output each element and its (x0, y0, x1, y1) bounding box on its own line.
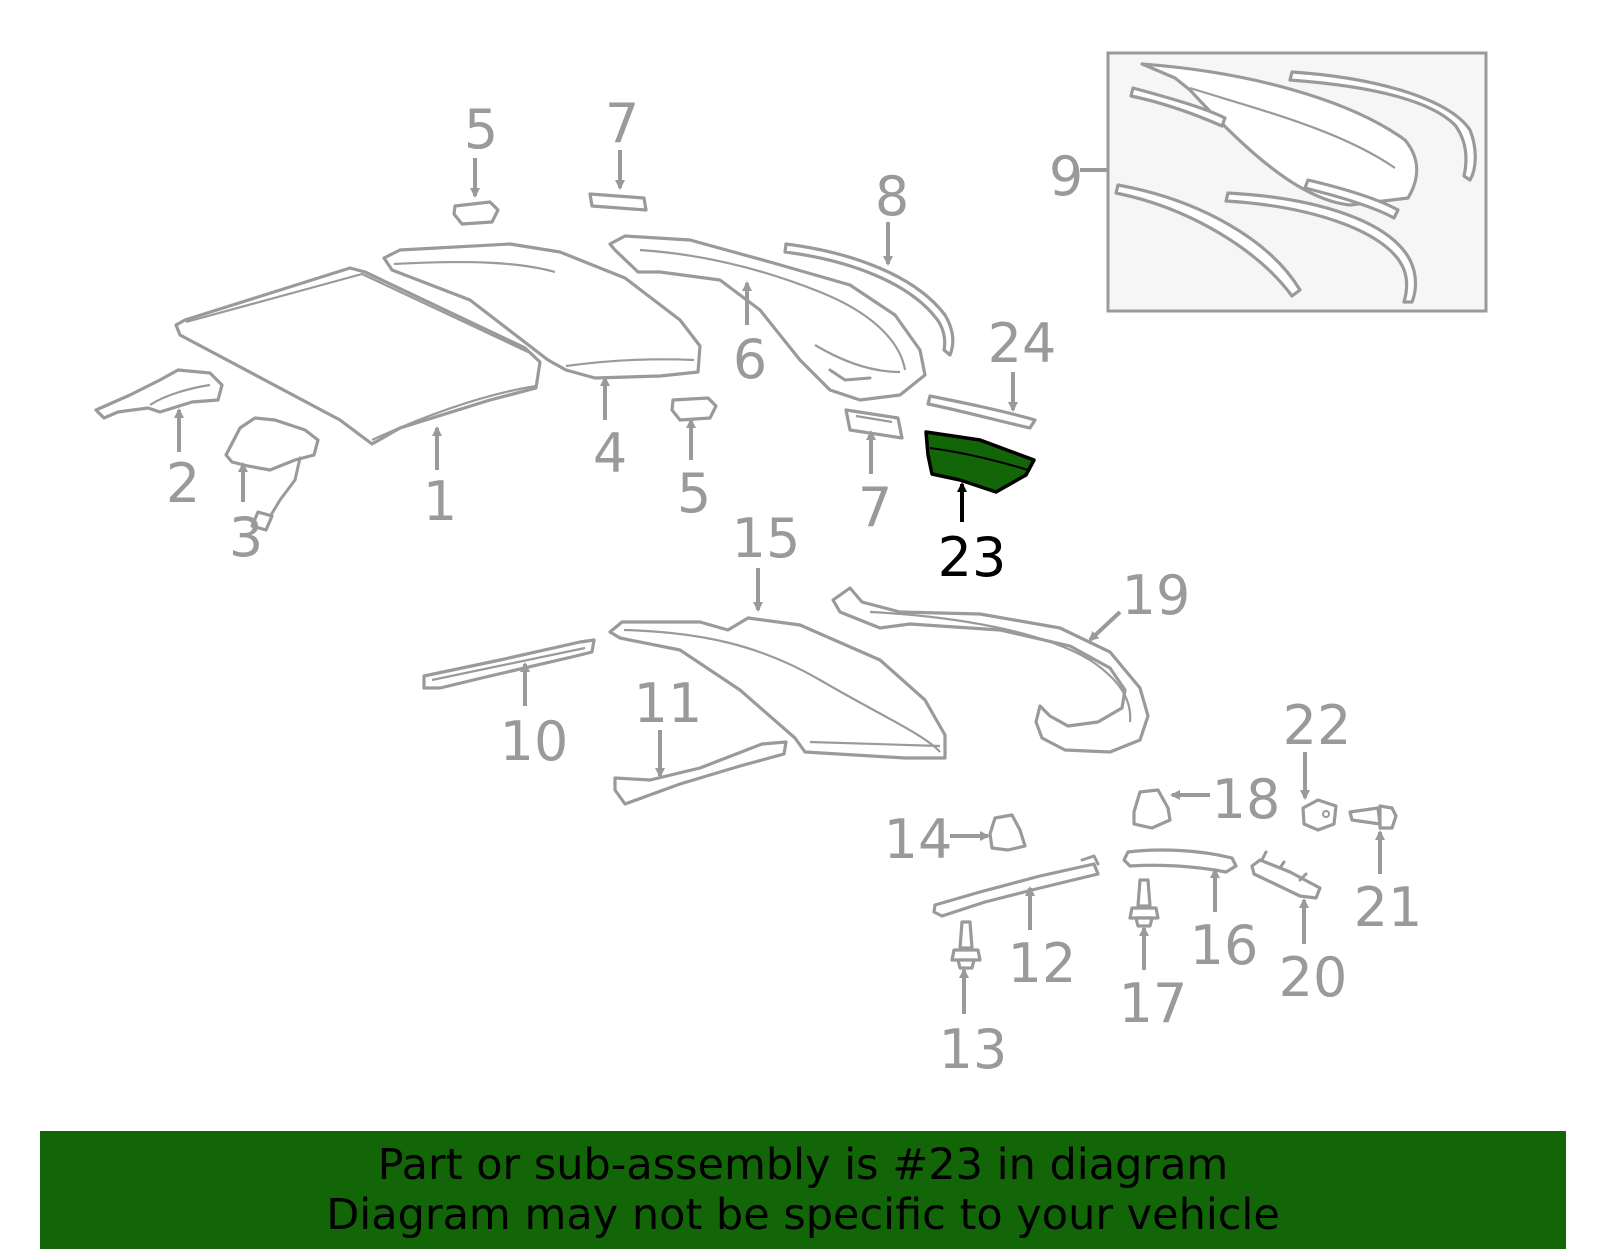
callout-11: 11 (634, 672, 703, 735)
part-13-bolt (950, 920, 982, 970)
callout-8: 8 (875, 165, 909, 228)
part-22-nut (1301, 798, 1338, 832)
inset-box-part-9 (1106, 51, 1488, 313)
callout-4: 4 (593, 422, 627, 485)
part-21-screw (1348, 804, 1398, 830)
callout-9: 9 (1049, 145, 1083, 208)
part-2-bracket (94, 368, 224, 420)
part-23-highlighted (924, 430, 1036, 494)
callout-15: 15 (732, 507, 801, 570)
callout-12: 12 (1008, 932, 1077, 995)
callout-10: 10 (500, 710, 569, 773)
banner-line-1: Part or sub-assembly is #23 in diagram (377, 1140, 1229, 1190)
part-5-clip (670, 396, 718, 422)
callout-2: 2 (166, 452, 200, 515)
part-15-frame (608, 616, 947, 760)
part-4-roof-panel (382, 242, 702, 380)
info-banner: Part or sub-assembly is #23 in diagram D… (40, 1131, 1566, 1249)
callout-19: 19 (1122, 564, 1191, 627)
callout-22: 22 (1283, 694, 1352, 757)
callout-17: 17 (1119, 972, 1188, 1035)
part-3-bracket (224, 416, 320, 472)
callout-1: 1 (423, 470, 457, 533)
callout-5: 5 (464, 98, 498, 161)
callout-18: 18 (1212, 768, 1281, 831)
callout-21: 21 (1354, 876, 1423, 939)
part-6-roof-frame (608, 234, 927, 402)
callout-7: 7 (858, 476, 892, 539)
part-20-bracket (1250, 858, 1322, 900)
part-12-strip (932, 862, 1100, 918)
part-14-clip (988, 813, 1027, 852)
part-19-rail (831, 586, 1150, 754)
part-17-bolt (1128, 878, 1160, 928)
part-7-pad (844, 408, 904, 440)
part-24-weatherstrip (926, 394, 1037, 430)
part-7-pad (588, 192, 648, 212)
part-8-trim (783, 242, 955, 357)
callout-13: 13 (939, 1018, 1008, 1081)
callout-23: 23 (938, 526, 1007, 589)
callout-24: 24 (988, 312, 1057, 375)
callout-14: 14 (884, 808, 953, 871)
callout-5: 5 (677, 462, 711, 525)
banner-line-2: Diagram may not be specific to your vehi… (326, 1190, 1280, 1240)
part-11-strip (613, 740, 788, 806)
part-1-roof-panel (174, 266, 542, 446)
callout-16: 16 (1190, 914, 1259, 977)
part-18-clip (1132, 788, 1172, 830)
callout-7: 7 (605, 92, 639, 155)
part-16-strip (1122, 848, 1238, 874)
callout-labels: 1 2 3 4 5 5 6 7 7 8 9 10 11 12 13 14 15 … (166, 92, 1423, 1081)
callout-3: 3 (229, 506, 263, 569)
callout-6: 6 (733, 328, 767, 391)
part-5-clip (452, 200, 500, 226)
callout-20: 20 (1279, 946, 1348, 1009)
